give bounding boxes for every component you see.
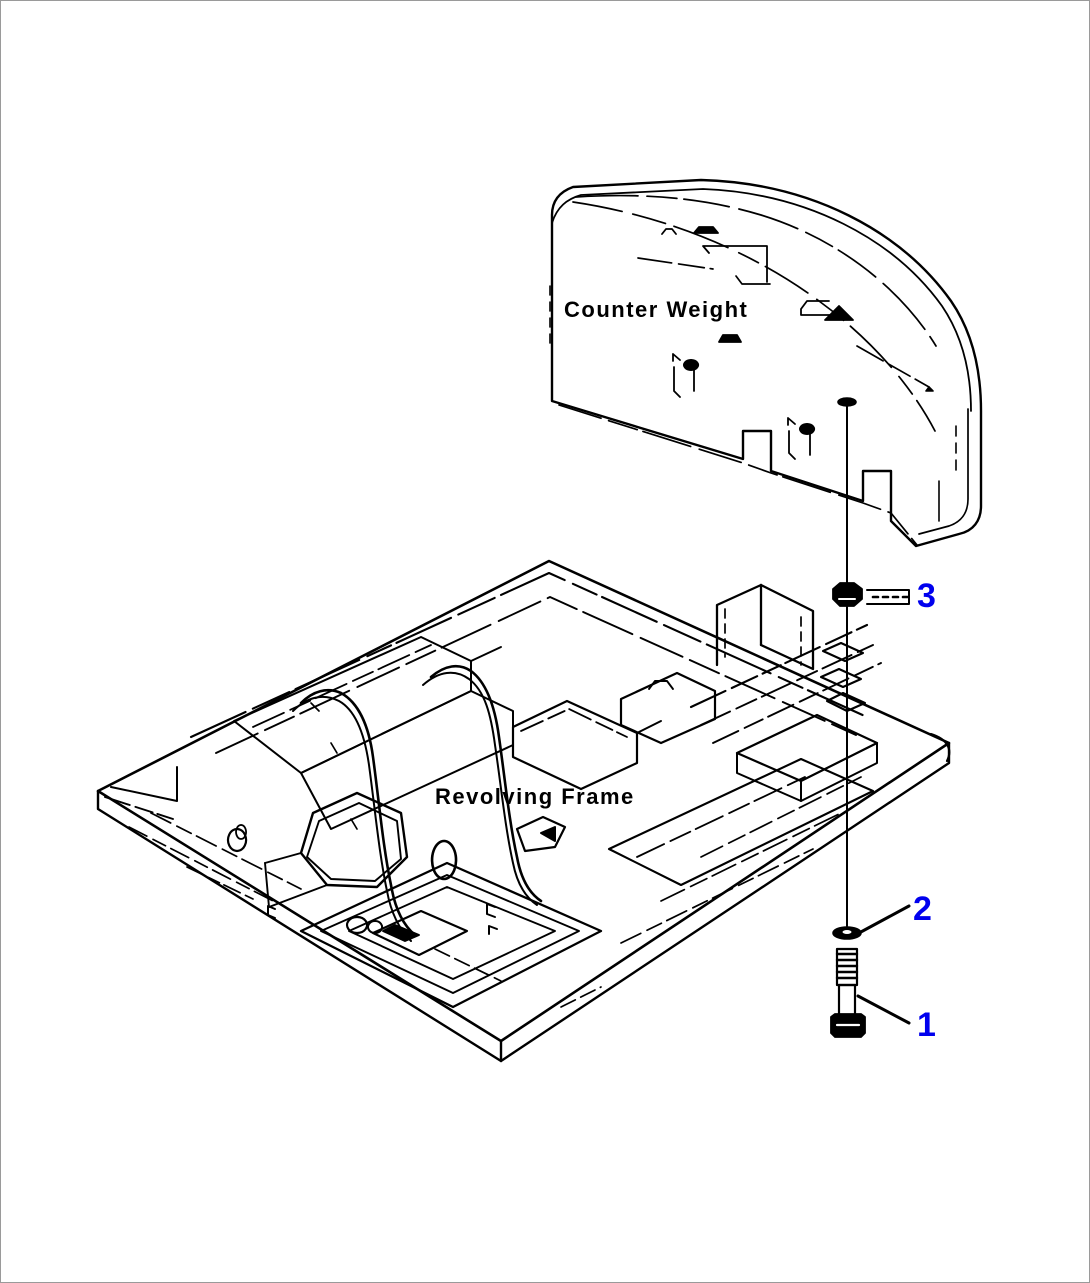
counter-weight-body — [549, 178, 983, 548]
bolt-icon — [830, 947, 866, 1038]
hardware-stack — [830, 397, 866, 1038]
callout-leaders — [856, 589, 913, 1025]
revolving-frame-body — [96, 559, 951, 1063]
callout-number-1[interactable]: 1 — [917, 1006, 936, 1044]
top-eyelet-icon — [837, 397, 857, 407]
counter-weight-label: Counter Weight — [564, 297, 749, 322]
nut-icon — [832, 582, 863, 607]
washer-icon — [832, 926, 862, 940]
callout-number-2[interactable]: 2 — [913, 890, 932, 928]
revolving-frame-label: Revolving Frame — [435, 784, 635, 809]
callout-number-3[interactable]: 3 — [917, 577, 936, 615]
